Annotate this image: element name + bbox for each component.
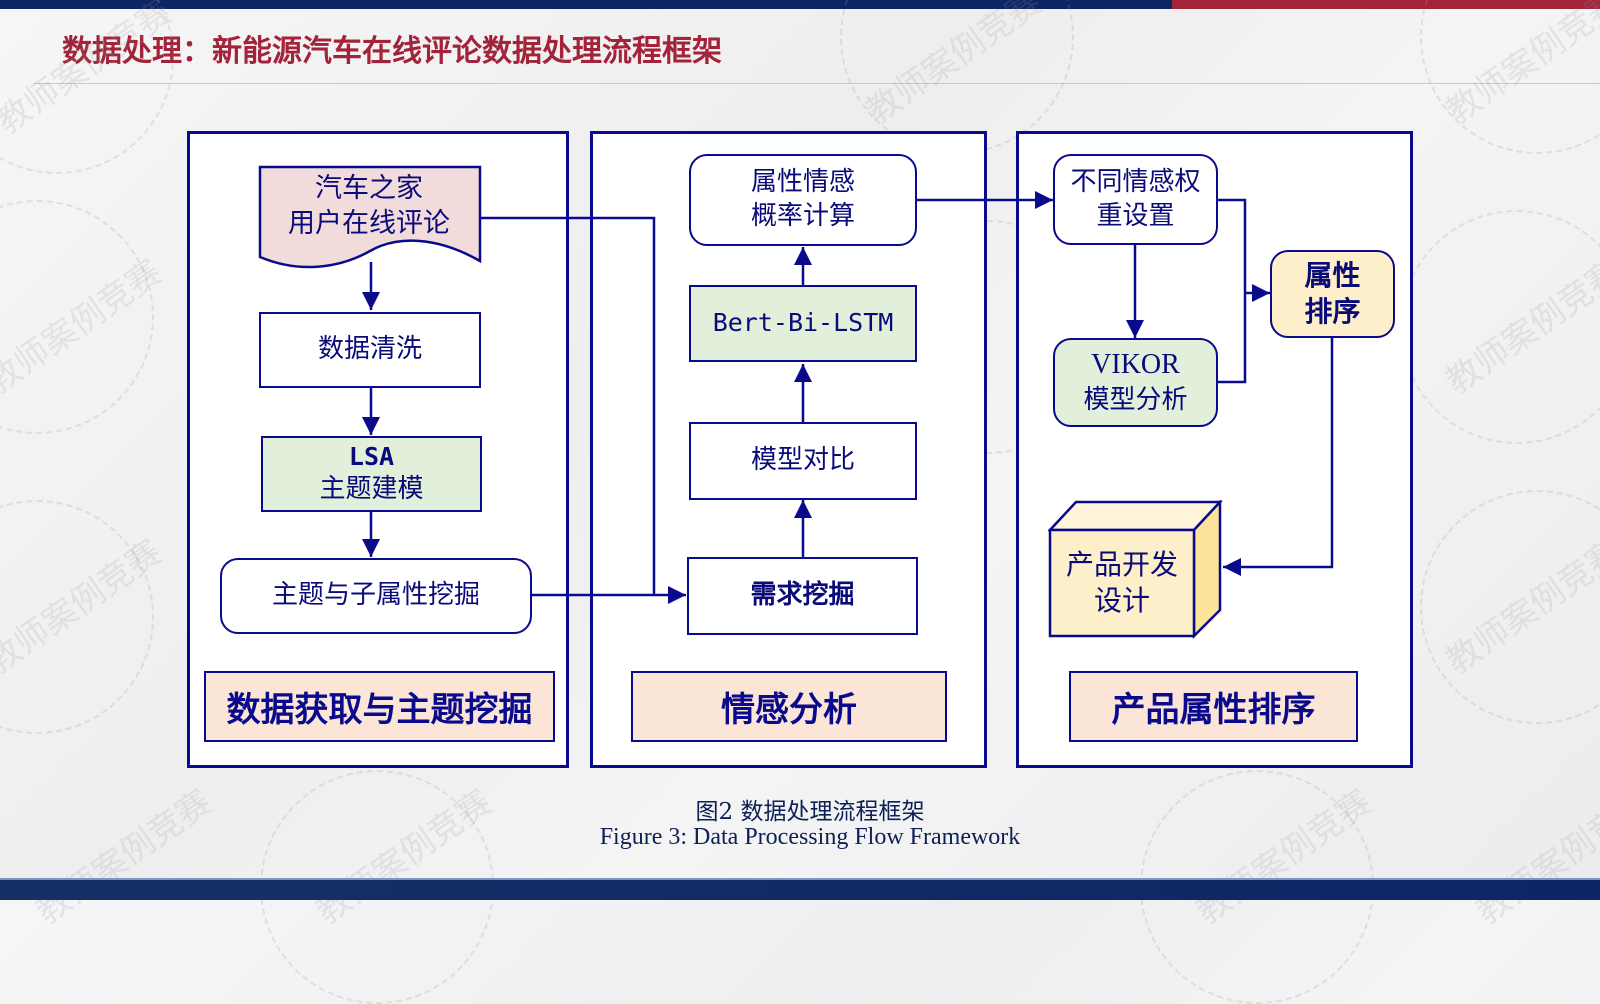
lsa-label: LSA <box>348 441 395 471</box>
attribute-ranking-node: 属性 排序 <box>1270 250 1395 338</box>
lsa-sub-label: 主题建模 <box>319 474 424 505</box>
figure-caption-en: Figure 3: Data Processing Flow Framework <box>599 824 1021 850</box>
prob-line1: 属性情感 <box>750 167 855 198</box>
bottom-bar-highlight <box>0 878 1600 880</box>
data-cleaning-label: 数据清洗 <box>317 334 422 365</box>
source-user-reviews: 汽车之家 用户在线评论 <box>258 165 480 247</box>
sentiment-weights-node: 不同情感权 重设置 <box>1053 154 1218 245</box>
attr-rank-line2: 排序 <box>1304 295 1361 328</box>
weights-line2: 重设置 <box>1096 200 1175 231</box>
bottom-bar <box>0 880 1600 900</box>
prob-line2: 概率计算 <box>750 201 855 231</box>
product-development-node: 产品开发 设计 <box>1050 530 1194 636</box>
model-comparison-node: 模型对比 <box>689 422 917 500</box>
product-dev-cube <box>1048 500 1223 640</box>
top-bar-blue <box>0 0 1172 9</box>
attr-rank-line1: 属性 <box>1304 258 1361 292</box>
connector-weights-bracket <box>1217 198 1247 384</box>
bert-bilstm-node: Bert-Bi-LSTM <box>689 285 917 362</box>
vikor-label: VIKOR <box>1091 349 1180 381</box>
demand-mining-label: 需求挖掘 <box>750 580 855 611</box>
top-bar-red <box>1172 0 1600 9</box>
topic-attribute-mining-node: 主题与子属性挖掘 <box>220 558 532 634</box>
panel-label-text: 数据获取与主题挖掘 <box>226 690 533 730</box>
figure-caption-cn: 图2 数据处理流程框架 <box>695 799 925 825</box>
product-dev-line1: 产品开发 <box>1065 547 1178 581</box>
data-cleaning-node: 数据清洗 <box>259 312 481 388</box>
panel-label-sentiment: 情感分析 <box>631 671 947 742</box>
connector-layer <box>362 191 1334 604</box>
model-comparison-label: 模型对比 <box>750 445 855 476</box>
product-dev-line2: 设计 <box>1093 584 1150 617</box>
panel-label-ranking: 产品属性排序 <box>1069 671 1358 742</box>
bert-bilstm-label: Bert-Bi-LSTM <box>712 308 894 338</box>
vikor-model-node: VIKOR 模型分析 <box>1053 338 1218 427</box>
panel-label-data-acquisition: 数据获取与主题挖掘 <box>204 671 555 742</box>
weights-line1: 不同情感权 <box>1070 166 1201 197</box>
topic-mining-label: 主题与子属性挖掘 <box>271 580 480 611</box>
arrow-rank-to-product <box>1223 337 1334 576</box>
arrow-source-to-demand <box>480 216 656 595</box>
source-line1: 汽车之家 <box>315 172 423 204</box>
sentiment-probability-node: 属性情感 概率计算 <box>689 154 917 246</box>
panel-label-text: 产品属性排序 <box>1111 690 1316 730</box>
slide-title: 数据处理：新能源汽车在线评论数据处理流程框架 <box>62 34 722 69</box>
title-divider <box>34 83 1600 84</box>
lsa-topic-modeling-node: LSA 主题建模 <box>261 436 482 512</box>
vikor-sub-label: 模型分析 <box>1083 384 1188 415</box>
demand-mining-node: 需求挖掘 <box>687 557 918 635</box>
source-line2: 用户在线评论 <box>288 208 450 239</box>
panel-label-text: 情感分析 <box>721 690 857 730</box>
source-document-shape <box>258 165 482 269</box>
